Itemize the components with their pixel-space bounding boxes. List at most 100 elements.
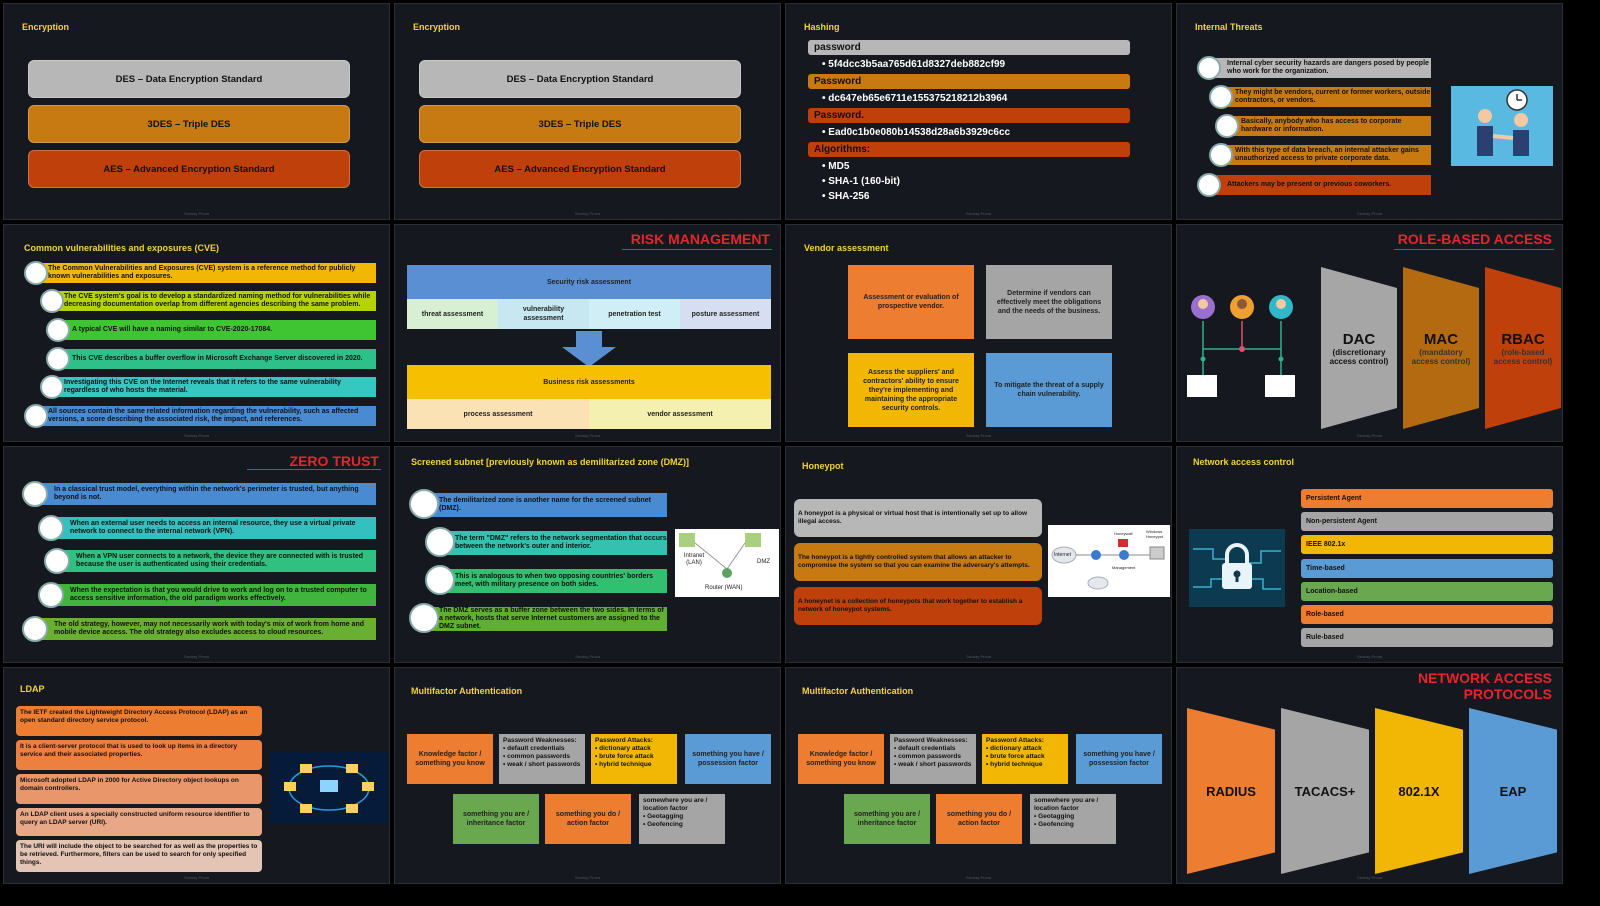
- attack-item: • brute force attack: [986, 753, 1045, 760]
- weakness-text: common passwords: [898, 753, 961, 760]
- security-risk-header: Security risk assessment: [407, 265, 771, 299]
- slide-cve[interactable]: Common vulnerabilities and exposures (CV…: [3, 224, 390, 442]
- bullet-circle: [425, 527, 455, 557]
- slide-mfa-2[interactable]: Multifactor Authentication Knowledge fac…: [785, 667, 1172, 884]
- process-assessment: process assessment: [407, 399, 589, 429]
- bullet-circle: [46, 318, 70, 342]
- vulnerability-assessment: vulnerability assessment: [498, 299, 589, 329]
- threat-item-5: Attackers may be present or previous cow…: [1213, 175, 1431, 195]
- location-text: Geotagging: [647, 813, 684, 820]
- algo-text: MD5: [828, 161, 850, 172]
- bullet-circle: [24, 404, 48, 428]
- slide-ldap[interactable]: LDAP The IETF created the Lightweight Di…: [3, 667, 390, 884]
- slide-honeypot[interactable]: Honeypot A honeypot is a physical or vir…: [785, 446, 1172, 663]
- dot1x-shape: 802.1X: [1375, 708, 1463, 874]
- padlock-illustration: [1189, 529, 1285, 607]
- weakness-text: weak / short passwords: [507, 761, 581, 768]
- dmz-item-2: The term "DMZ" refers to the network seg…: [441, 531, 667, 555]
- location-factor: somewhere you are / location factor • Ge…: [1030, 794, 1116, 844]
- action-factor: something you do / action factor: [545, 794, 631, 844]
- hash-value-1: • 5f4dcc3b5aa765d61d8327deb882cf99: [822, 59, 1006, 70]
- honeynet-diagram: [1051, 539, 1165, 590]
- weaknesses-title: Password Weaknesses:: [894, 737, 968, 744]
- mac-abbr: MAC: [1423, 330, 1459, 348]
- slide-title: Screened subnet [previously known as dem…: [411, 457, 690, 467]
- footer: Sechay Prova: [184, 654, 209, 659]
- nac-item-rule: Rule-based: [1301, 628, 1553, 647]
- dmz-label: DMZ: [757, 559, 770, 565]
- attack-text: dictionary attack: [990, 745, 1042, 752]
- attack-text: hybrid technique: [599, 761, 652, 768]
- bullet-circle: [1209, 143, 1233, 167]
- inheritance-factor: something you are / inheritance factor: [844, 794, 930, 844]
- inheritance-factor: something you are / inheritance factor: [453, 794, 539, 844]
- slide-internal-threats[interactable]: Internal Threats Internal cyber security…: [1176, 3, 1563, 220]
- attack-item: • hybrid technique: [595, 761, 652, 768]
- slide-zero-trust[interactable]: ZERO TRUST In a classical trust model, e…: [3, 446, 390, 663]
- threat-item-1: Internal cyber security hazards are dang…: [1213, 58, 1431, 78]
- slide-network-access-control[interactable]: Network access control Persistent Agent …: [1176, 446, 1563, 663]
- slide-role-based-access[interactable]: ROLE-BASED ACCESS DAC (discretionary acc…: [1176, 224, 1563, 442]
- password-attacks: Password Attacks: • dictionary attack • …: [591, 734, 677, 784]
- slide-network-access-protocols[interactable]: NETWORK ACCESS PROTOCOLS RADIUS TACACS+ …: [1176, 667, 1563, 884]
- ldap-item-2: It is a client-server protocol that is u…: [16, 740, 262, 770]
- des-item: DES – Data Encryption Standard: [28, 60, 350, 98]
- honeypot-diagram: Internet Honeywall Management Windows Ho…: [1048, 525, 1170, 597]
- knowledge-factor: Knowledge factor / something you know: [798, 734, 884, 784]
- slide-title: Network access control: [1193, 457, 1295, 467]
- slide-title: Multifactor Authentication: [802, 686, 914, 696]
- slide-encryption-1[interactable]: Encryption DES – Data Encryption Standar…: [3, 3, 390, 220]
- bullet-circle: [22, 616, 48, 642]
- aes-item: AES – Advanced Encryption Standard: [419, 150, 741, 188]
- algorithms-label: Algorithms:: [808, 142, 1130, 157]
- penetration-test: penetration test: [589, 299, 680, 329]
- slide-screened-subnet[interactable]: Screened subnet [previously known as dem…: [394, 446, 781, 663]
- footer: Sechay Prova: [966, 875, 991, 880]
- attacks-title: Password Attacks:: [986, 737, 1044, 744]
- slide-mfa-1[interactable]: Multifactor Authentication Knowledge fac…: [394, 667, 781, 884]
- possession-factor: something you have / possession factor: [685, 734, 771, 784]
- lan-label: Intranet (LAN): [683, 553, 705, 566]
- vendor-box-2: Determine if vendors can effectively mee…: [986, 265, 1112, 339]
- honeypot-item-1: A honeypot is a physical or virtual host…: [794, 499, 1042, 537]
- cve-item-4: This CVE describes a buffer overflow in …: [58, 349, 376, 369]
- slide-title: NETWORK ACCESS PROTOCOLS: [1418, 670, 1552, 702]
- slide-title: ZERO TRUST: [289, 453, 379, 469]
- slide-encryption-2[interactable]: Encryption DES – Data Encryption Standar…: [394, 3, 781, 220]
- slide-vendor-assessment[interactable]: Vendor assessment Assessment or evaluati…: [785, 224, 1172, 442]
- dmz-item-1: The demilitarized zone is another name f…: [425, 493, 667, 517]
- vendor-assessment: vendor assessment: [589, 399, 771, 429]
- footer: Sechay Prova: [1357, 211, 1382, 216]
- bullet-circle: [38, 582, 64, 608]
- nac-item-time: Time-based: [1301, 559, 1553, 578]
- bullet-circle: [22, 481, 48, 507]
- business-risk-header: Business risk assessments: [407, 365, 771, 399]
- footer: Sechay Prova: [575, 875, 600, 880]
- footer: Sechay Prova: [184, 875, 209, 880]
- cve-item-6: All sources contain the same related inf…: [34, 406, 376, 426]
- management-label: Management: [1112, 565, 1136, 570]
- weakness-item: • weak / short passwords: [894, 761, 972, 768]
- weakness-item: • default credentials: [894, 745, 956, 752]
- slide-title: Vendor assessment: [804, 243, 889, 253]
- ldap-item-5: The URI will include the object to be se…: [16, 840, 262, 872]
- weakness-item: • common passwords: [894, 753, 961, 760]
- hash-text: dc647eb65e6711e155375218212b3964: [828, 93, 1008, 104]
- password-weaknesses: Password Weaknesses: • default credentia…: [499, 734, 585, 784]
- slide-risk-management[interactable]: RISK MANAGEMENT Security risk assessment…: [394, 224, 781, 442]
- ldap-item-1: The IETF created the Lightweight Directo…: [16, 706, 262, 736]
- hash-text: 5f4dcc3b5aa765d61d8327deb882cf99: [828, 59, 1006, 70]
- threat-item-2: They might be vendors, current or former…: [1221, 87, 1431, 107]
- threat-item-3: Basically, anybody who has access to cor…: [1227, 116, 1431, 136]
- threat-assessment: threat assessment: [407, 299, 498, 329]
- bullet-circle: [40, 375, 64, 399]
- slide-hashing[interactable]: Hashing password • 5f4dcc3b5aa765d61d832…: [785, 3, 1172, 220]
- slide-title: RISK MANAGEMENT: [630, 231, 770, 247]
- slide-title: LDAP: [20, 684, 45, 694]
- bullet-circle: [1209, 85, 1233, 109]
- zt-item-2: When an external user needs to access an…: [56, 517, 376, 539]
- rbac-shape: RBAC (role-based access control): [1485, 267, 1561, 429]
- password-weaknesses: Password Weaknesses: • default credentia…: [890, 734, 976, 784]
- 3des-item: 3DES – Triple DES: [28, 105, 350, 143]
- location-factor: somewhere you are / location factor • Ge…: [639, 794, 725, 844]
